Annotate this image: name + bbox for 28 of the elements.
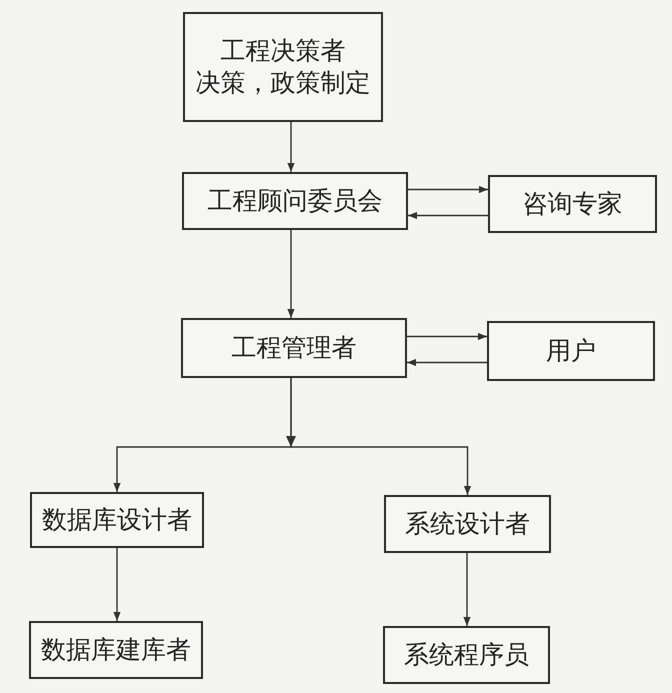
arrow xyxy=(408,212,488,220)
box-label: 用户 xyxy=(546,335,596,367)
arrow xyxy=(290,378,472,495)
box-label: 系统程序员 xyxy=(404,639,529,671)
arrow xyxy=(463,553,471,626)
box-label: 数据库设计者 xyxy=(42,504,192,536)
process-box xyxy=(30,492,204,548)
process-box xyxy=(181,318,407,378)
arrow xyxy=(287,230,295,318)
process-box xyxy=(487,321,655,381)
box-label: 数据库建库者 xyxy=(41,634,191,666)
arrow xyxy=(407,358,487,366)
process-box xyxy=(183,12,383,122)
box-label: 工程决策者 xyxy=(220,35,346,67)
process-box xyxy=(384,495,551,553)
box-label: 工程顾问委员会 xyxy=(208,185,382,217)
box-label: 决策，政策制定 xyxy=(196,67,370,99)
box-label: 工程管理者 xyxy=(232,332,356,364)
arrow xyxy=(408,186,488,194)
process-box xyxy=(29,621,203,679)
box-label: 咨询专家 xyxy=(522,188,622,220)
arrow xyxy=(113,548,121,621)
process-box xyxy=(488,175,657,233)
arrow xyxy=(407,332,487,340)
process-box xyxy=(383,626,550,684)
box-label: 系统设计者 xyxy=(405,508,530,540)
arrow xyxy=(287,122,295,172)
process-box xyxy=(182,172,408,230)
